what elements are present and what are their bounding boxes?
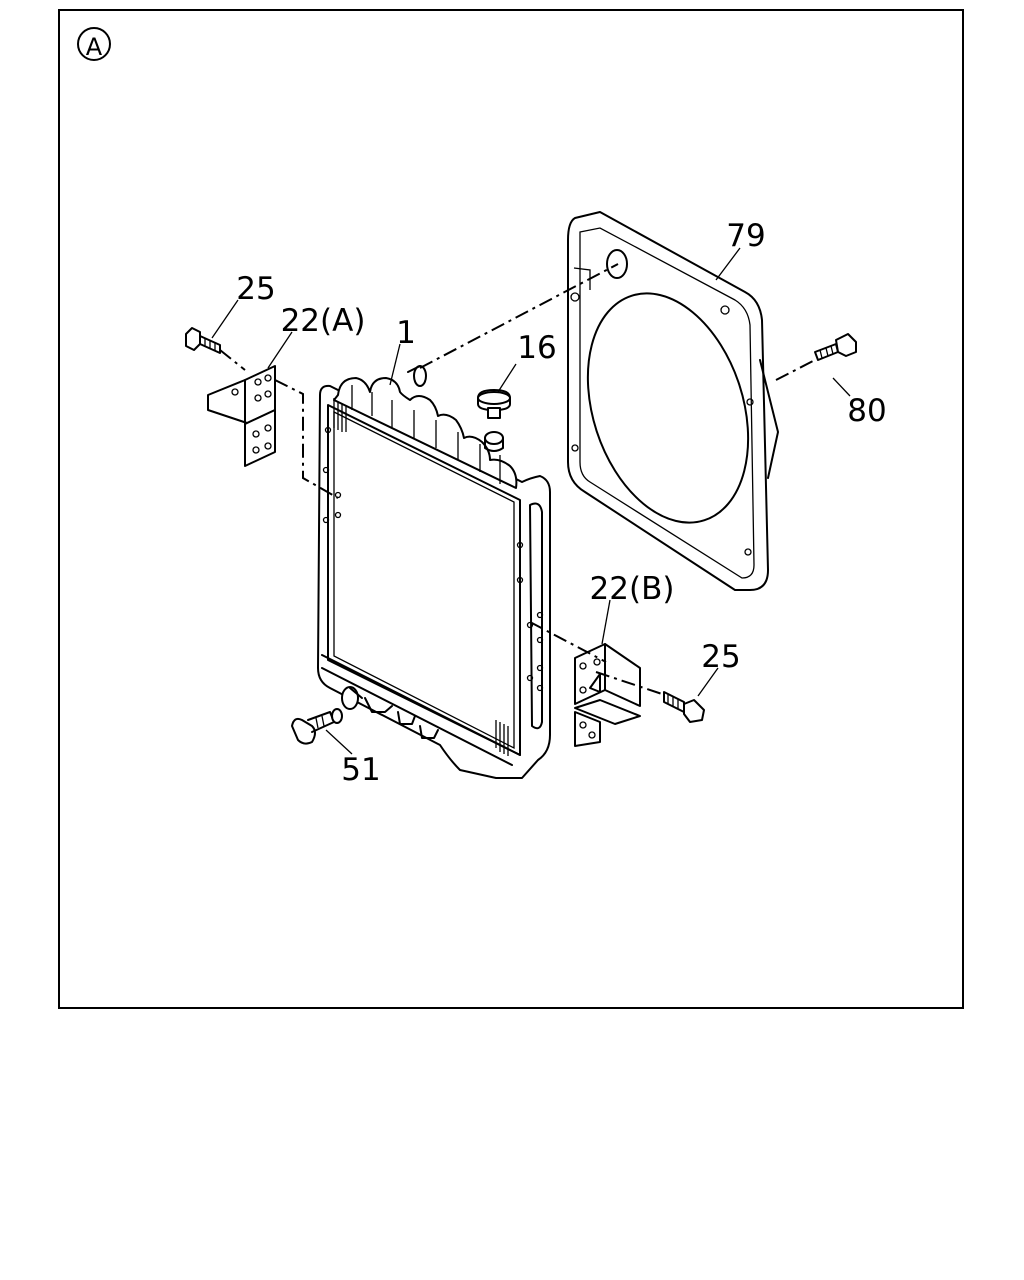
fan-shroud[interactable] (560, 211, 779, 591)
assembly-lines (219, 263, 816, 695)
bolt-bracket-b[interactable] (663, 691, 705, 723)
label-radiator-cap: 16 (517, 330, 556, 366)
diagram-frame (58, 9, 964, 1009)
shroud-bolt[interactable] (814, 333, 857, 361)
view-marker: A (77, 27, 111, 61)
label-radiator: 1 (396, 315, 416, 351)
bolt-bracket-a[interactable] (185, 327, 221, 354)
part-labels: 1 16 22(A) 22(B) 25 25 51 79 80 (236, 218, 886, 788)
drain-cock[interactable] (291, 708, 343, 745)
radiator[interactable] (317, 365, 551, 779)
label-shroud-bolt: 80 (847, 393, 886, 429)
label-bracket-b: 22(B) (590, 571, 675, 607)
view-marker-label: A (86, 33, 103, 61)
bracket-b[interactable] (574, 643, 641, 747)
label-fan-shroud: 79 (726, 218, 765, 254)
label-drain-cock: 51 (341, 752, 380, 788)
label-bolt-bracket-b: 25 (701, 639, 740, 675)
leader-lines (211, 247, 851, 755)
bracket-a[interactable] (207, 365, 276, 467)
label-bolt-bracket-a: 25 (236, 271, 275, 307)
radiator-cap[interactable] (477, 389, 511, 452)
label-bracket-a: 22(A) (281, 303, 366, 339)
